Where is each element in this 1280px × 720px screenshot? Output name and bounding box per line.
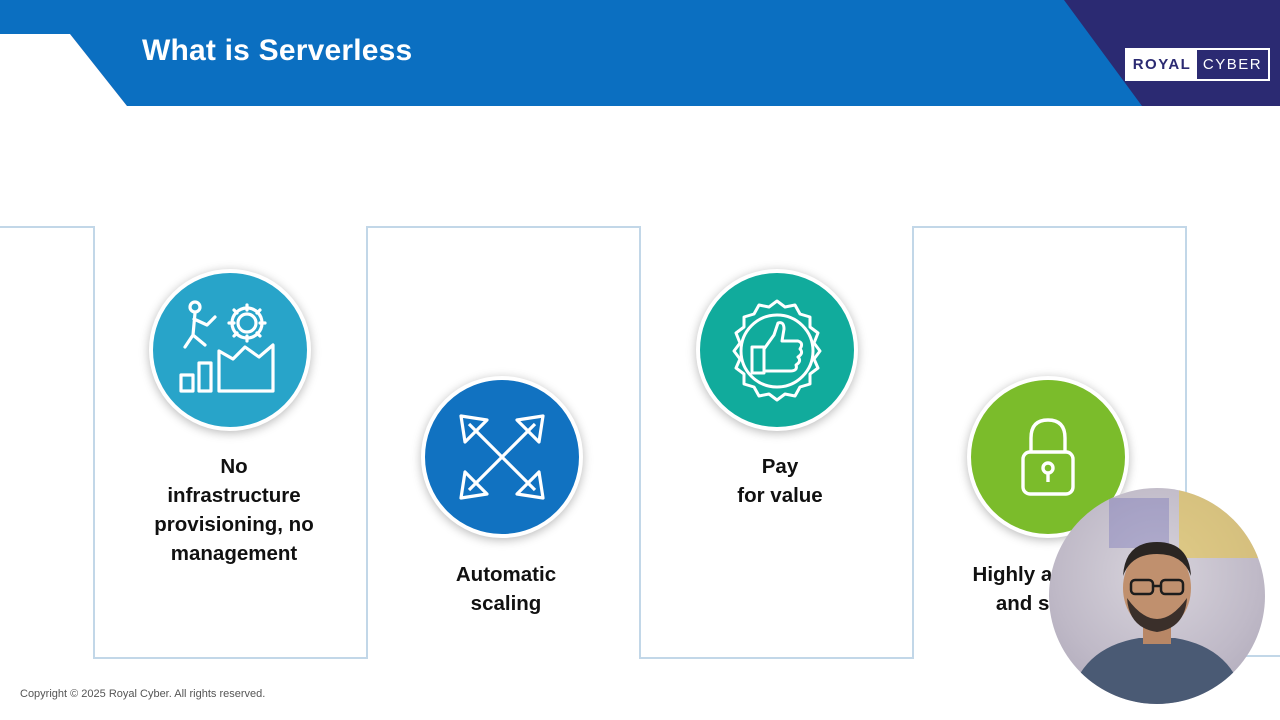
card-2-icon-circle (421, 376, 583, 538)
copyright-footer: Copyright © 2025 Royal Cyber. All rights… (20, 688, 266, 700)
growth-gear-icon (179, 300, 275, 393)
logo-royal-text: ROYAL (1132, 56, 1192, 73)
card-2-text: Automatic scaling (455, 563, 557, 615)
presenter-webcam (1049, 488, 1265, 704)
royal-cyber-logo: ROYAL CYBER (1125, 48, 1270, 81)
card-1-icon-circle (149, 269, 311, 431)
presenter-avatar-icon (1069, 488, 1265, 704)
card-3-icon-circle (696, 269, 858, 431)
expand-arrows-icon (459, 414, 545, 500)
padlock-icon (1021, 418, 1075, 496)
logo-cyber-text: CYBER (1197, 50, 1268, 79)
card-3-text: Pay for value (737, 455, 823, 507)
card-1-text: No infrastructure provisioning, no manag… (154, 455, 314, 565)
thumbs-up-badge-icon (732, 299, 822, 402)
slide-title: What is Serverless (142, 34, 413, 67)
header-band-blue (0, 0, 1142, 106)
